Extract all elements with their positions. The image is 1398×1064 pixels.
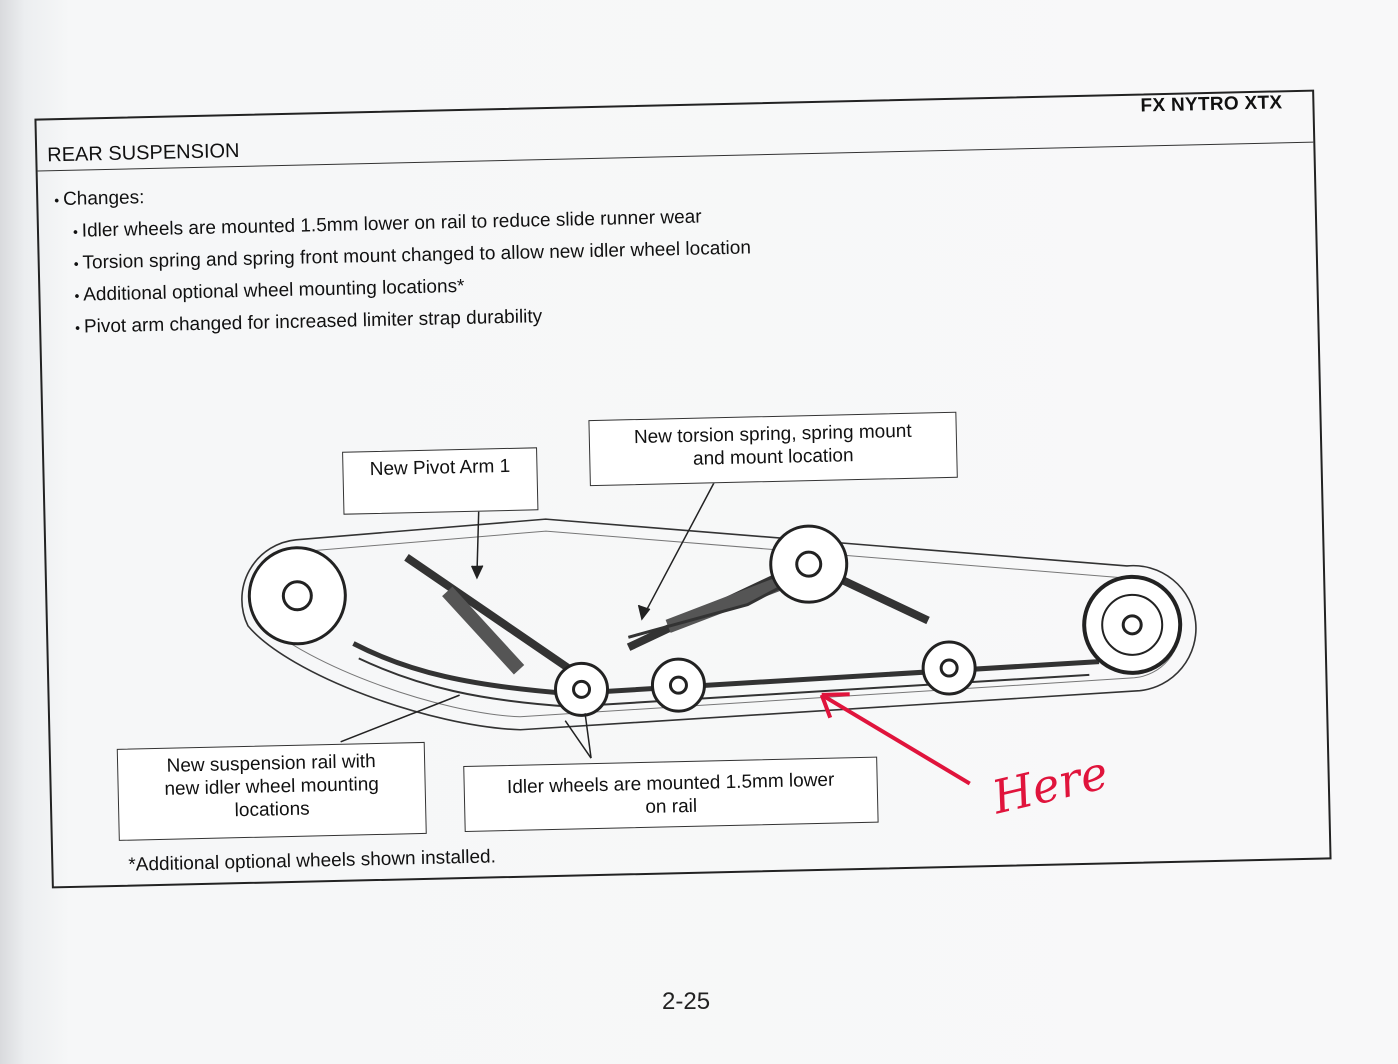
track-outline bbox=[241, 518, 1197, 731]
suspension-rail bbox=[352, 641, 1100, 697]
callout-new-pivot-arm: New Pivot Arm 1 bbox=[342, 447, 539, 515]
red-arrow bbox=[819, 692, 971, 786]
shock-absorber bbox=[442, 586, 525, 675]
wheels bbox=[247, 524, 1183, 717]
suspension-rail-lower bbox=[358, 657, 1090, 708]
callout-torsion-spring: New torsion spring, spring mount and mou… bbox=[588, 411, 958, 487]
track-inner bbox=[254, 530, 1181, 718]
leader-lines bbox=[340, 476, 716, 759]
callout-suspension-rail: New suspension rail with new idler wheel… bbox=[116, 741, 427, 841]
callout-text: New Pivot Arm 1 bbox=[369, 455, 511, 481]
page-number: 2-25 bbox=[662, 988, 711, 1015]
callout-idler-wheels: Idler wheels are mounted 1.5mm lower on … bbox=[463, 756, 879, 833]
suspension-diagram bbox=[241, 476, 1197, 786]
front-arm bbox=[404, 553, 572, 672]
rear-suspension-panel: REAR SUSPENSION FX NYTRO XTX Changes: Id… bbox=[34, 89, 1332, 889]
